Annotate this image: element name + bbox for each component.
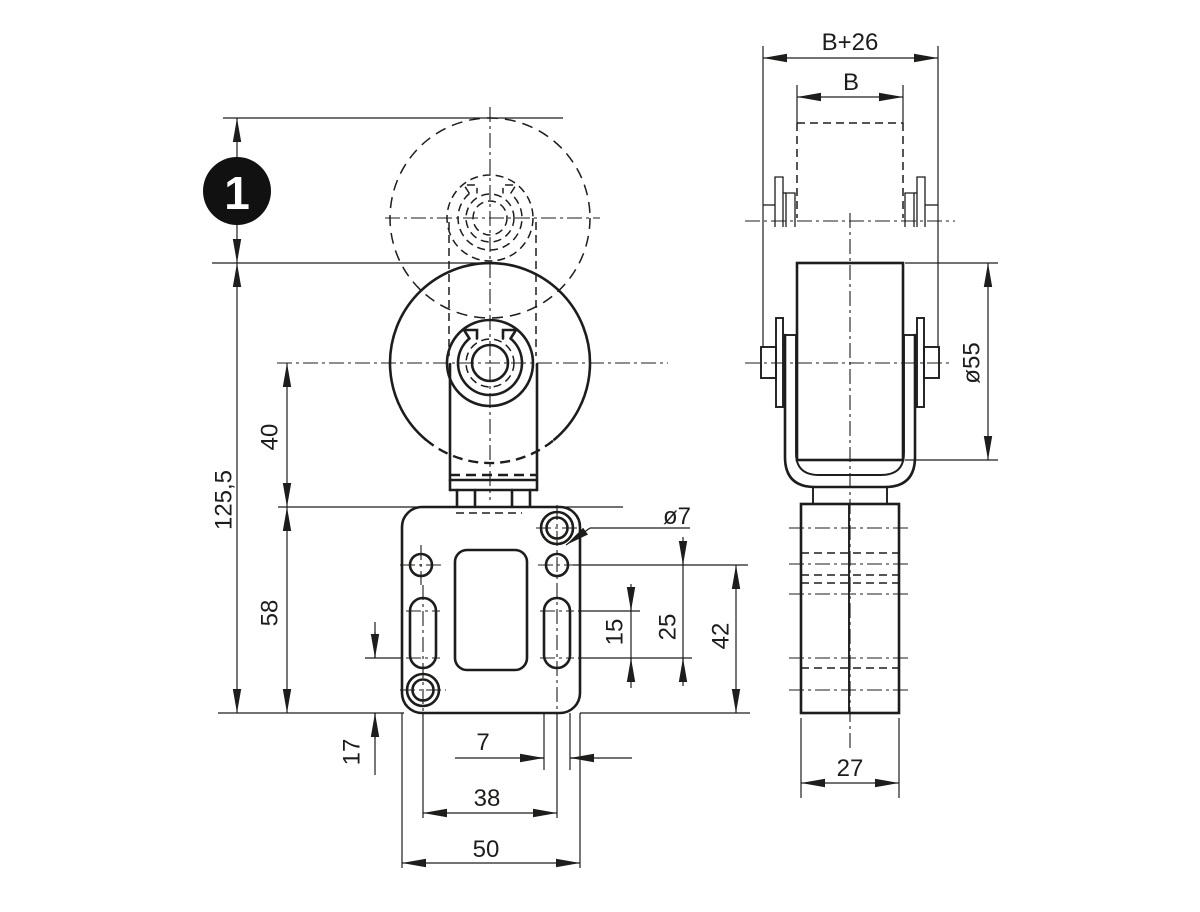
dim-b26-label: B+26 xyxy=(822,29,879,56)
dim-15-label: 15 xyxy=(602,619,629,646)
badge-number: 1 xyxy=(224,167,250,219)
extension-lines-front xyxy=(212,117,750,868)
dim-42-label: 42 xyxy=(708,623,735,650)
dimensions-side xyxy=(763,53,993,788)
dim-17-label: 17 xyxy=(339,739,366,766)
position-badge: 1 xyxy=(203,157,271,225)
badge-circle xyxy=(203,157,271,225)
roller-side xyxy=(795,261,905,462)
center-lines-side xyxy=(745,213,955,748)
dim-27-label: 27 xyxy=(837,755,864,782)
dim-hole-dia-label: ø7 xyxy=(663,503,691,530)
bracket-tabs-phantom xyxy=(763,176,938,227)
dim-40-label: 40 xyxy=(257,424,284,451)
fork-bracket xyxy=(760,317,940,504)
axle-stub-right xyxy=(923,346,940,379)
dim-7-label: 7 xyxy=(476,729,489,756)
dim-b-label: B xyxy=(843,69,859,96)
dim-25-label: 25 xyxy=(655,614,682,641)
extension-lines-side xyxy=(762,46,998,798)
dim-58-label: 58 xyxy=(257,600,284,627)
front-view: 125,5 40 58 17 15 25 42 7 38 50 ø7 1 xyxy=(203,107,750,868)
center-lines-front xyxy=(277,107,668,500)
dim-dia55-label: ø55 xyxy=(959,342,986,383)
dimensions-front xyxy=(232,118,741,868)
switch-body-front xyxy=(400,505,582,715)
switch-body-side xyxy=(789,502,911,715)
axle-stub-left xyxy=(760,346,777,379)
dim-overall-height-label: 125,5 xyxy=(211,470,238,530)
roller-phantom-side xyxy=(796,122,904,218)
dim-38-label: 38 xyxy=(474,785,501,812)
lever-arm xyxy=(448,362,539,514)
label-window xyxy=(453,548,529,672)
side-view: B+26 B ø55 27 xyxy=(745,29,998,798)
dim-50-label: 50 xyxy=(473,836,500,863)
